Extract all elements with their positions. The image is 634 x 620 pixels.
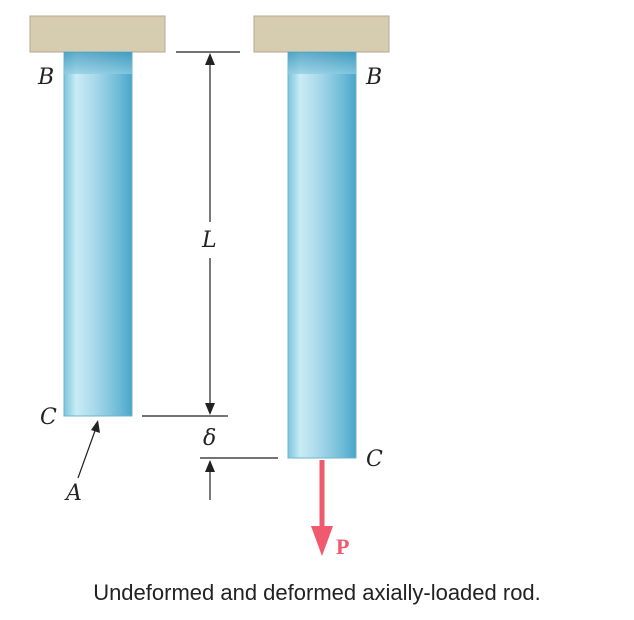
label-top-right: B (365, 65, 382, 90)
label-elongation: δ (203, 426, 216, 451)
load-arrow-head-icon (311, 526, 333, 556)
left-support (29, 15, 166, 53)
left-rod-top-shade (64, 52, 132, 74)
area-leader-line (77, 427, 97, 479)
undeformed-rod (29, 15, 166, 417)
label-bottom-right: C (366, 447, 383, 472)
label-top-left: B (37, 65, 54, 90)
dimension-lines (77, 51, 278, 500)
label-load: P (336, 534, 349, 559)
length-arrow-down-icon (205, 403, 215, 415)
right-support (253, 15, 390, 53)
length-arrow-up-icon (205, 53, 215, 65)
right-rod-body (287, 51, 357, 459)
load-arrow (311, 460, 333, 556)
rod-diagram: B B L C δ C A P (29, 15, 390, 559)
label-area: A (64, 481, 82, 506)
label-bottom-left: C (40, 405, 57, 430)
deformed-rod (253, 15, 390, 459)
area-leader-arrow-icon (91, 420, 100, 433)
left-rod-body (63, 51, 133, 417)
right-rod-top-shade (288, 52, 356, 74)
figure-caption: Undeformed and deformed axially-loaded r… (93, 580, 541, 605)
label-length: L (201, 228, 217, 253)
delta-arrow-up-icon (205, 460, 215, 472)
